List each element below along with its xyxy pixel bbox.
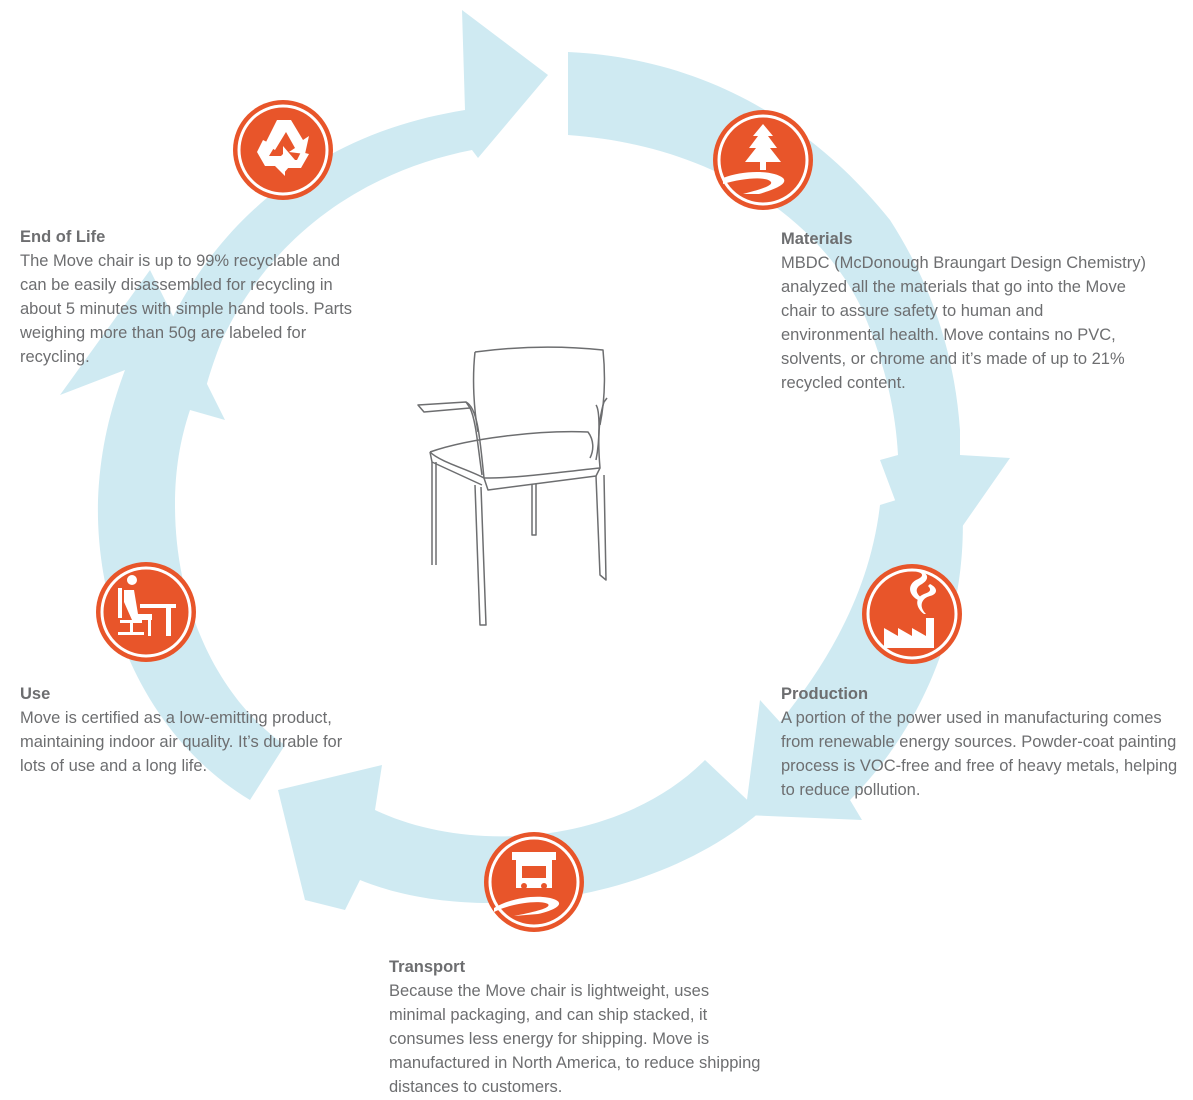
stage-title: End of Life [20, 228, 106, 246]
truck-icon [484, 832, 584, 932]
stage-title: Use [20, 685, 51, 703]
recycle-icon [233, 100, 333, 200]
stage-description: Because the Move chair is lightweight, u… [389, 982, 761, 1096]
stage-description: MBDC (McDonough Braungart Design Chemist… [781, 254, 1146, 392]
cycle-arrows [60, 10, 1010, 910]
stage-title: Production [781, 685, 869, 703]
stage-title: Materials [781, 230, 853, 248]
stage-description: A portion of the power used in manufactu… [781, 709, 1178, 799]
stage-materials: Materials MBDC (McDonough Braungart Desi… [781, 229, 1151, 395]
cycle-arrow-bottom-left [278, 760, 760, 910]
stage-end-of-life: End of Life The Move chair is up to 99% … [20, 227, 370, 369]
stage-description: The Move chair is up to 99% recyclable a… [20, 252, 353, 366]
chair-illustration [417, 346, 608, 626]
stage-title: Transport [389, 958, 466, 976]
person-at-desk-icon [96, 562, 196, 662]
stage-transport: Transport Because the Move chair is ligh… [389, 957, 769, 1099]
factory-icon [862, 564, 962, 664]
tree-icon [713, 110, 813, 210]
stage-production: Production A portion of the power used i… [781, 684, 1191, 802]
stage-use: Use Move is certified as a low-emitting … [20, 684, 370, 778]
cycle-arrow-left [60, 270, 285, 800]
cycle-arrow-right [568, 52, 1010, 580]
stage-description: Move is certified as a low-emitting prod… [20, 709, 343, 775]
